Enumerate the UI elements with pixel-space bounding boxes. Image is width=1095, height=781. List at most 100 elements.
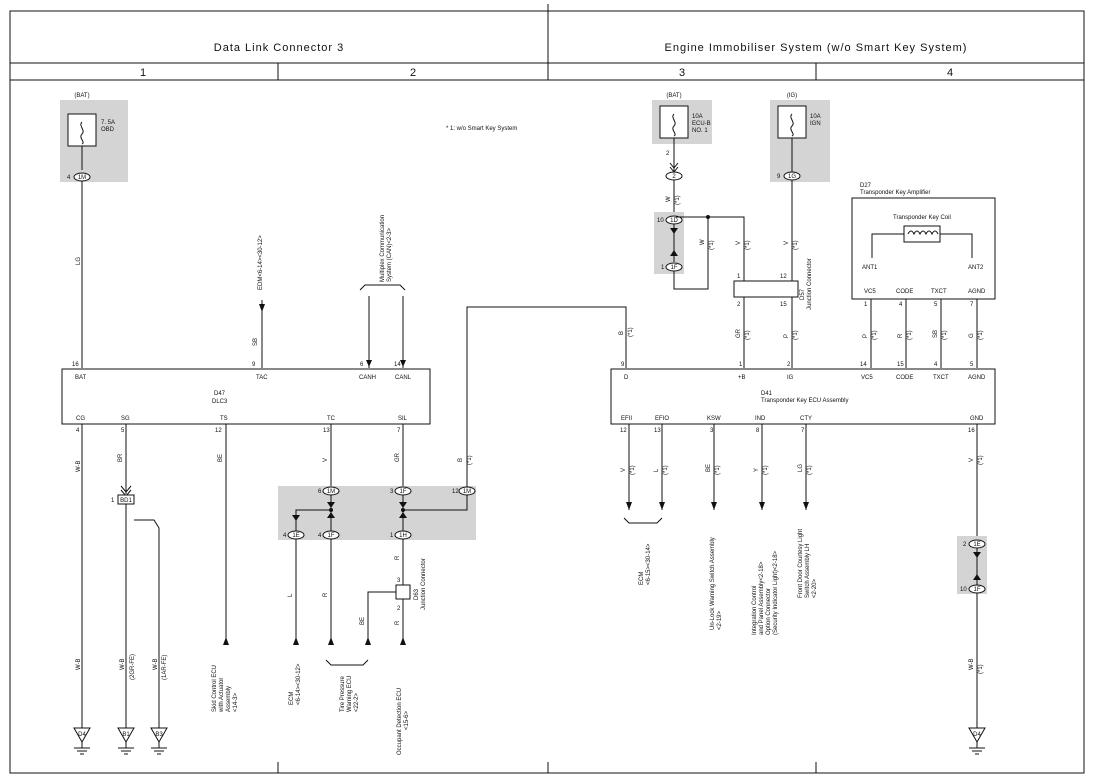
connector-label: 1M [78, 175, 86, 181]
diagram-label: 9 [621, 362, 625, 368]
diagram-label: D [624, 375, 629, 381]
diagram-label: 1M [327, 489, 335, 495]
junction-d57-label: D57 Junction Connector [800, 258, 813, 310]
diagram-label: 3 [397, 578, 401, 584]
diagram-label: 1F [399, 489, 406, 495]
diagram-label: EFII [621, 416, 632, 422]
wire-color-lg: LG [76, 257, 82, 265]
destination-tire-pressure: Tire Pressure Warning ECU <22-2> [340, 676, 360, 712]
destination-skid-control: Skid Control ECU with Actuator Assembly … [212, 665, 239, 713]
wire-color: B [458, 458, 464, 462]
wire-color: R [323, 592, 329, 597]
ground-label: D4 [973, 732, 981, 738]
diagram-label: 12 [452, 489, 459, 495]
diagram-label: CODE [896, 375, 913, 381]
diagram-label: LG [798, 464, 804, 472]
diagram-label: 1D [670, 218, 678, 224]
pin-number: 4 [67, 175, 71, 181]
ground-note: (1AR-FE) [162, 655, 168, 680]
wire-color: W-B [76, 460, 82, 472]
wire-color: L [288, 593, 294, 597]
diagram-label: <22-2> [354, 692, 360, 712]
diagram-label: 7 [801, 428, 805, 434]
diagram-label: 8 [756, 428, 760, 434]
diagram-label: 1 [661, 265, 665, 271]
diagram-label: V [969, 458, 975, 462]
diagram-label: 3 [390, 489, 394, 495]
diagram-label: Integration Control [752, 586, 758, 635]
column-number: 3 [679, 67, 685, 79]
pin-name: SIL [398, 416, 408, 422]
pin-name: TS [220, 416, 228, 422]
diagram-label: 4 [934, 362, 938, 368]
wire-color: P [784, 334, 790, 338]
diagram-label: Un-Lock Warning Switch Assembly [710, 537, 716, 630]
diagram-label: 4 [899, 302, 903, 308]
wire-note: (*1) [675, 195, 681, 205]
pin-number: 5 [121, 428, 125, 434]
wire-color: B [619, 331, 625, 335]
diagram-label: P [863, 334, 869, 338]
diagram-label: <2-19> [717, 610, 723, 630]
wire-note: (*1) [793, 330, 799, 340]
wire-note: (*1) [793, 240, 799, 250]
diagram-label: 12 [620, 428, 627, 434]
junction-connector-d57 [733, 280, 799, 298]
column-number: 4 [947, 67, 953, 79]
diagram-label: Assembly [226, 686, 232, 712]
destination-multiplex: Multiplex Communication [380, 215, 386, 282]
diagram-label: Switch Assembly LH [805, 544, 811, 598]
diagram-label: Junction Connector [421, 558, 427, 610]
destination-unlock-warning: Un-Lock Warning Switch Assembly <2-19> [710, 537, 723, 630]
wire-color: W [700, 239, 706, 245]
ground-label: D4 [78, 732, 86, 738]
wire-note: (*1) [745, 240, 751, 250]
diagram-label: 1H [399, 533, 407, 539]
ground-note: (2GR-FE) [130, 654, 136, 680]
diagram-label: VC5 [864, 289, 876, 295]
diagram-label: (*1) [872, 330, 878, 340]
diagram-label: ECM [639, 572, 645, 585]
diagram-label: AGND [968, 375, 986, 381]
pin-number: 7 [397, 428, 401, 434]
diagram-label: CTY [800, 416, 812, 422]
diagram-label: +B [738, 375, 746, 381]
wire-color: BR [118, 453, 124, 462]
diagram-label: 1 [864, 302, 868, 308]
diagram-label: IGN [810, 121, 821, 127]
amplifier-name: Transponder Key Amplifier [860, 190, 930, 196]
pin-number: 12 [215, 428, 222, 434]
junction-connector-d63 [395, 584, 411, 600]
diagram-label: 2 [787, 362, 791, 368]
diagram-label: D63 [414, 588, 420, 600]
diagram-label: 9 [777, 174, 781, 180]
diagram-label: 3 [710, 428, 714, 434]
column-number: 1 [140, 67, 146, 79]
diagram-label: ANT2 [968, 265, 984, 271]
amplifier-id: D27 [860, 183, 872, 189]
pin-name: BAT [75, 375, 87, 381]
diagram-label: EFIO [655, 416, 669, 422]
destination-ecm-right: ECM <6-15><30-14> [639, 543, 652, 585]
diagram-label: 1F [973, 587, 980, 593]
diagram-label: 1 [739, 362, 743, 368]
diagram-label: (*1) [630, 465, 636, 475]
diagram-label: (Security Indicator Light)<2-18> [773, 550, 779, 635]
diagram-label: 2 [397, 606, 401, 612]
diagram-frame [9, 10, 1085, 774]
diagram-label: 1 [737, 274, 741, 280]
wire-color: W [666, 196, 672, 202]
diagram-label: 7 [970, 302, 974, 308]
diagram-label: VC5 [861, 375, 873, 381]
pin-number: 4 [76, 428, 80, 434]
wire-color: V [784, 241, 790, 245]
diagram-label: BE [706, 464, 712, 472]
diagram-label: Junction Connector [807, 258, 813, 310]
wire-note: (*1) [745, 330, 751, 340]
diagram-label: GND [970, 416, 984, 422]
diagram-label: IND [755, 416, 766, 422]
diagram-label: 15 [780, 302, 787, 308]
diagram-label: (*1) [942, 330, 948, 340]
destination-ecm: ECM <6-14><30-12> [289, 663, 302, 705]
